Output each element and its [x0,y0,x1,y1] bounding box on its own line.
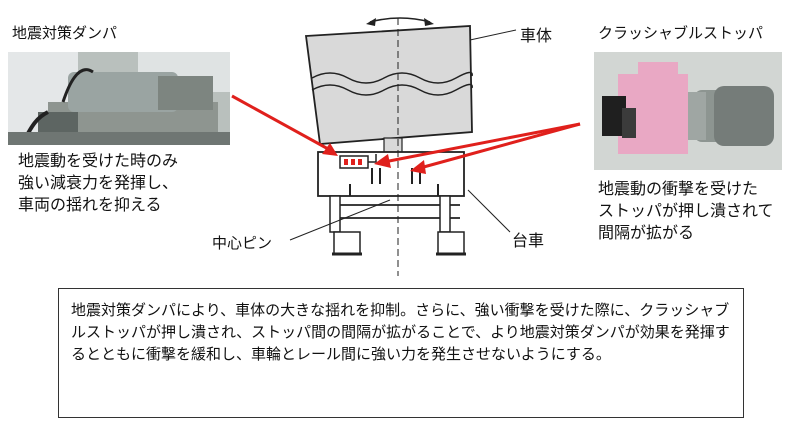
center-pin-leader [289,199,391,241]
damper-arrow [231,94,338,156]
body-label: 車体 [520,26,553,45]
body-leader [469,29,517,41]
stopper-arrow-2 [374,122,581,168]
stopper-left [371,168,381,184]
caption-text: 地震対策ダンパにより、車体の大きな揺れを抑制。さらに、強い衝撃を受けた際に、クラ… [71,301,730,363]
stopper-arrow-1 [410,122,581,174]
damper-photo [8,52,230,145]
caption-box: 地震対策ダンパにより、車体の大きな揺れを抑制。さらに、強い衝撃を受けた際に、クラ… [58,288,744,418]
stopper-title: クラッシャブルストッパ [598,24,764,42]
damper-description-line-1: 地震動を受けた時のみ [18,151,179,170]
damper-description: 地震動を受けた時のみ 強い減衰力を発揮し、 車両の揺れを抑える [18,150,178,216]
damper-description-line-3: 車両の揺れを抑える [18,195,162,214]
stopper-description-line-3: 間隔が拡がる [598,223,695,242]
stopper-description: 地震動の衝撃を受けた ストッパが押し潰されて 間隔が拡がる [598,178,774,244]
damper-description-line-2: 強い減衰力を発揮し、 [18,173,179,192]
bogie-leader [467,189,511,233]
car-body [304,25,473,145]
stopper-photo [594,52,782,170]
stopper-description-line-2: ストッパが押し潰されて [598,201,774,220]
damper-title: 地震対策ダンパ [12,24,118,42]
center-pin-label: 中心ピン [212,234,273,252]
stopper-description-line-1: 地震動の衝撃を受けた [598,179,759,198]
bogie-label: 台車 [512,231,545,250]
body-break-line [311,71,473,84]
sway-arrow [369,17,431,23]
